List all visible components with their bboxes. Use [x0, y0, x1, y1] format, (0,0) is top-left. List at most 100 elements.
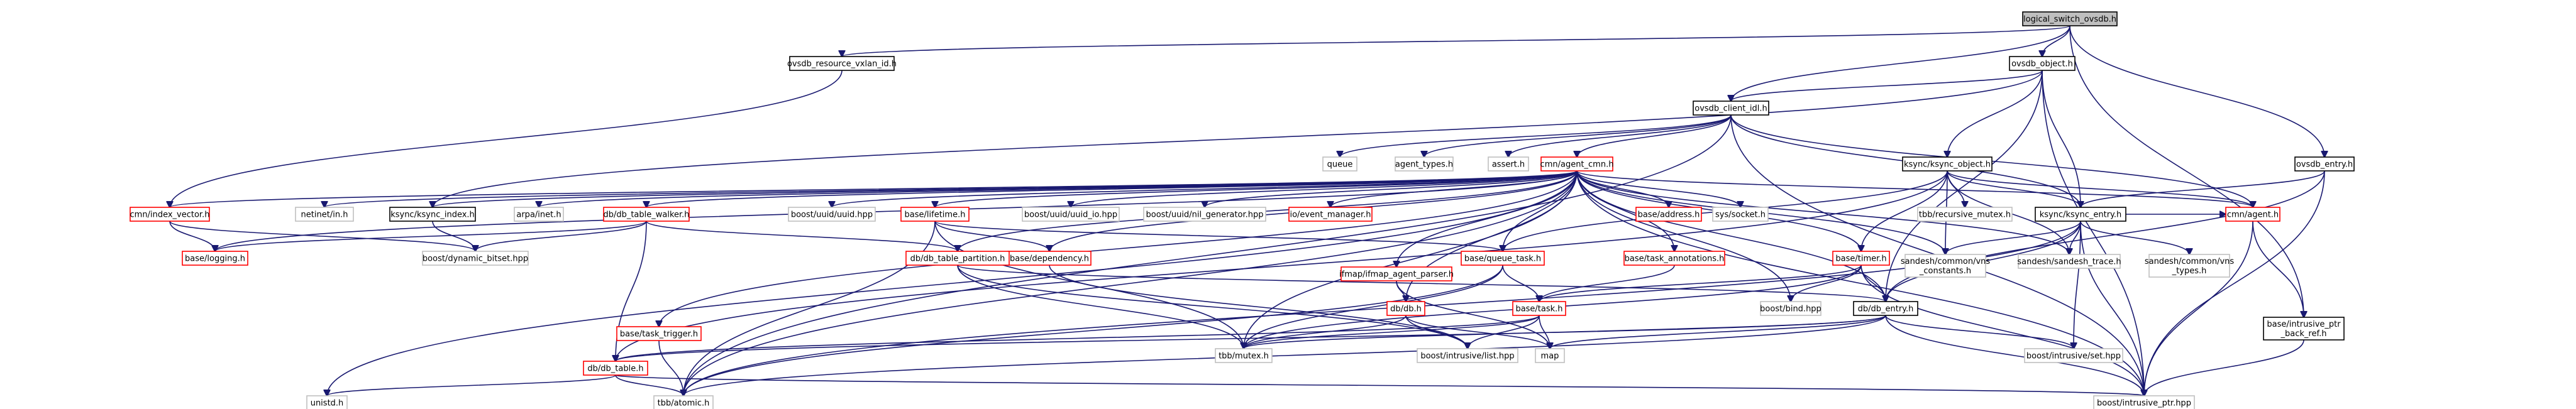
- node-tbb-atomic: tbb/atomic.h: [653, 395, 714, 409]
- edge-base_lifetime-to-tbb_atomic: [683, 221, 936, 396]
- node-box: [1832, 251, 1890, 266]
- edge-base_queue_task-to-base_task: [1502, 264, 1539, 302]
- node-boost-intrusive-set: boost/intrusive/set.hpp: [2024, 348, 2123, 363]
- edge-agent_cmn-to-tbb_mutex: [1244, 170, 1578, 349]
- node-label: base/task_annotations.h: [1625, 254, 1725, 264]
- edge-ksync_entry-to-tbb_atomic: [683, 221, 2081, 396]
- node-ksync-object[interactable]: ksync/ksync_object.h: [1902, 156, 1993, 172]
- node-db-db-table[interactable]: db/db_table.h: [583, 361, 648, 376]
- node-box: [789, 56, 895, 71]
- node-label: boost/uuid/uuid_io.hpp: [1024, 210, 1117, 220]
- node-ksync-index[interactable]: ksync/ksync_index.h: [389, 207, 476, 222]
- edge-base_task-to-db_db_table: [616, 315, 1540, 361]
- edge-ovsdb_client_idl-to-assert: [1508, 114, 1732, 157]
- node-box: [2024, 348, 2123, 363]
- node-db-table-partition[interactable]: db/db_table_partition.h: [905, 251, 1010, 266]
- node-cmn-agent[interactable]: cmn/agent.h: [2225, 207, 2280, 222]
- edge-cmn_index_vector-to-base_logging: [169, 221, 215, 251]
- node-label: boost/bind.hpp: [1760, 305, 1821, 314]
- node-ovsdb-client-idl[interactable]: ovsdb_client_idl.h: [1693, 101, 1769, 116]
- node-box: [1322, 156, 1357, 172]
- node-ovsdb-resource-vxlan-id[interactable]: ovsdb_resource_vxlan_id.h: [787, 56, 897, 71]
- edge-ovsdb_object-to-ksync_object: [1947, 70, 2043, 157]
- edge-ovsdb_client_idl-to-queue: [1340, 114, 1732, 157]
- node-root[interactable]: logical_switch_ovsdb.h: [2022, 11, 2118, 26]
- node-db-db[interactable]: db/db.h: [1386, 301, 1425, 316]
- node-unistd: unistd.h: [306, 395, 348, 409]
- edge-root-to-ovsdb_entry: [2069, 25, 2324, 157]
- node-box: [1623, 251, 1725, 266]
- node-label: ksync/ksync_entry.h: [2040, 210, 2122, 220]
- node-agent-cmn[interactable]: cmn/agent_cmn.h: [1540, 156, 1614, 172]
- node-base-lifetime[interactable]: base/lifetime.h: [900, 207, 970, 222]
- node-base-queue-task[interactable]: base/queue_task.h: [1461, 251, 1545, 266]
- node-label: base/task_trigger.h: [620, 330, 698, 339]
- node-intrusive-ptr-back-ref[interactable]: base/intrusive_ptr_back_ref.h: [2263, 317, 2345, 341]
- edge-agent_cmn-to-unistd: [327, 170, 1578, 396]
- node-label: queue: [1327, 160, 1353, 170]
- node-box: [653, 395, 714, 409]
- node-box: [616, 326, 702, 341]
- node-ovsdb-object[interactable]: ovsdb_object.h: [2009, 56, 2076, 71]
- node-box: [2093, 395, 2195, 409]
- node-box: [1395, 156, 1454, 172]
- node-base-task-annotations[interactable]: base/task_annotations.h: [1623, 251, 1725, 266]
- node-tbb-mutex: tbb/mutex.h: [1215, 348, 1273, 363]
- edge-db_db-to-boost_intrusive_list: [1405, 315, 1468, 349]
- edge-db_db_entry-to-boost_intrusive_ptr: [1885, 315, 2144, 396]
- edge-ksync_object-to-ksync_entry: [1947, 170, 2081, 207]
- edge-ovsdb_entry-to-boost_intrusive_ptr: [2144, 170, 2325, 396]
- node-label: boost/dynamic_bitset.hpp: [423, 254, 528, 264]
- node-box: [306, 395, 348, 409]
- node-box: [2148, 254, 2230, 278]
- node-box: [1535, 348, 1565, 363]
- node-label: agent_types.h: [1395, 160, 1453, 170]
- node-boost-nil-gen: boost/uuid/nil_generator.hpp: [1143, 207, 1266, 222]
- node-base-logging[interactable]: base/logging.h: [182, 251, 248, 266]
- node-box: [1760, 301, 1821, 316]
- node-db-db-entry[interactable]: db/db_entry.h: [1853, 301, 1918, 316]
- node-box: [2263, 317, 2345, 341]
- node-base-timer[interactable]: base/timer.h: [1832, 251, 1890, 266]
- edge-db_table_walker-to-base_logging: [215, 221, 647, 251]
- node-boost-intrusive-list: boost/intrusive/list.hpp: [1417, 348, 1518, 363]
- node-io-event-manager[interactable]: io/event_manager.h: [1288, 207, 1373, 222]
- node-base-task-trigger[interactable]: base/task_trigger.h: [616, 326, 702, 341]
- edge-base_timer-to-db_db_entry: [1860, 264, 1886, 302]
- edge-base_task_annotations-to-base_task: [1539, 264, 1675, 302]
- node-box: [1904, 254, 1986, 278]
- node-ovsdb-entry[interactable]: ovsdb_entry.h: [2294, 156, 2355, 172]
- edge-base_timer-to-boost_bind: [1791, 264, 1862, 302]
- node-label: db/db_table_walker.h: [603, 210, 689, 220]
- edge-agent_cmn-to-db_table_walker: [646, 170, 1578, 207]
- node-label: base/intrusive_ptr_back_ref.h: [2267, 320, 2341, 339]
- edge-base_lifetime-to-base_dependency: [934, 221, 1049, 251]
- node-box: [295, 207, 354, 222]
- node-cmn-index-vector[interactable]: cmn/index_vector.h: [130, 207, 210, 222]
- edge-base_queue_task-to-tbb_atomic: [683, 264, 1503, 396]
- edge-db_db_entry-to-map: [1550, 315, 1886, 349]
- node-box: [130, 207, 210, 222]
- node-layer: logical_switch_ovsdb.h ovsdb_resource_vxl…: [130, 11, 2355, 409]
- node-base-task[interactable]: base/task.h: [1512, 301, 1566, 316]
- edge-root-to-ovsdb_resource_vxlan_id: [842, 25, 2070, 57]
- edge-ovsdb_object-to-ksync_index: [433, 70, 2043, 207]
- node-sandesh-trace: sandesh/sandesh_trace.h: [2017, 254, 2121, 269]
- edge-agent_cmn-to-arpa_inet: [539, 170, 1578, 207]
- node-box: [2294, 156, 2355, 172]
- edge-db_db_entry-to-tbb_atomic: [683, 315, 1886, 396]
- node-db-table-walker[interactable]: db/db_table_walker.h: [603, 207, 690, 222]
- node-box: [2225, 207, 2280, 222]
- node-box: [583, 361, 648, 376]
- node-sandesh-vns-constants: sandesh/common/vns_constants.h: [1901, 254, 1990, 278]
- node-label: unistd.h: [311, 399, 344, 408]
- node-ksync-entry[interactable]: ksync/ksync_entry.h: [2035, 207, 2126, 222]
- node-box: [905, 251, 1010, 266]
- edge-agent_cmn-to-sys_socket: [1576, 170, 1740, 207]
- node-ifmap-agent-parser[interactable]: ifmap/ifmap_agent_parser.h: [1339, 266, 1454, 281]
- node-label: db/db_table_partition.h: [910, 254, 1005, 264]
- node-base-dependency[interactable]: base/dependency.h: [1007, 251, 1092, 266]
- node-label: assert.h: [1492, 160, 1525, 170]
- node-base-address[interactable]: base/address.h: [1635, 207, 1702, 222]
- edge-agent_cmn-to-tbb_atomic: [683, 170, 1578, 396]
